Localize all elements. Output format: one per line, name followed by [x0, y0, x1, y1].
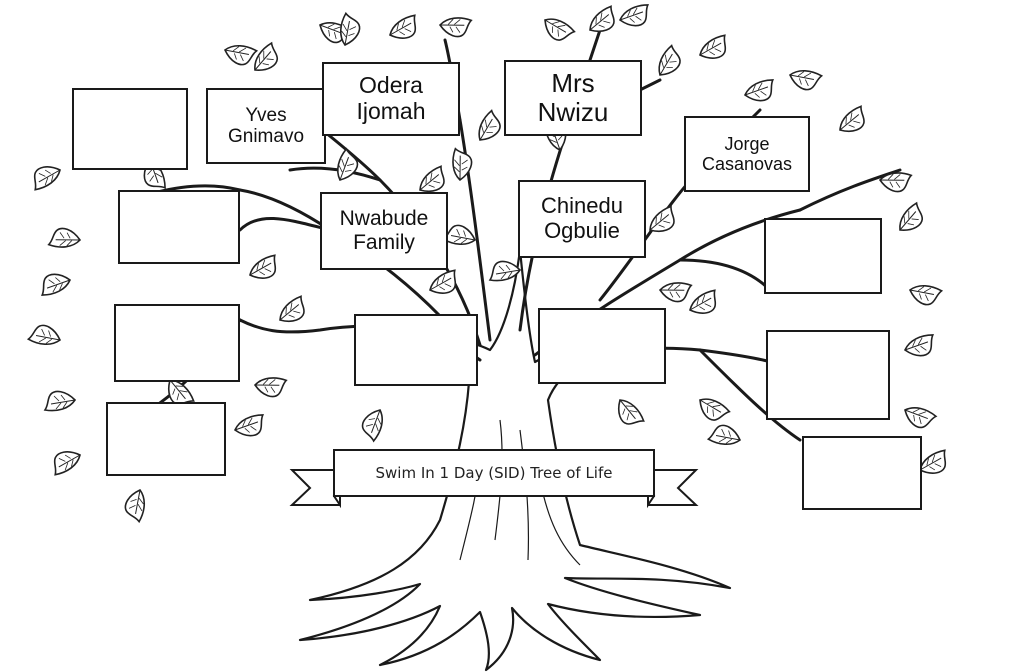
member-first-line: Mrs	[551, 67, 595, 98]
member-first-line: Nwabude	[339, 207, 429, 231]
member-first-line: Jorge	[724, 133, 770, 154]
empty-slot[interactable]	[106, 402, 226, 476]
member-box-jorge-casanovas[interactable]: Jorge Casanovas	[684, 116, 810, 192]
empty-slot[interactable]	[114, 304, 240, 382]
empty-slot[interactable]	[764, 218, 882, 294]
banner-ribbon	[289, 449, 699, 509]
member-first-line: Chinedu	[541, 193, 623, 219]
member-box-yves-gnimavo[interactable]: Yves Gnimavo	[206, 88, 326, 164]
member-second-line: Gnimavo	[227, 126, 305, 147]
empty-slot[interactable]	[354, 314, 478, 386]
member-box-nwabude-family[interactable]: Nwabude Family	[320, 192, 448, 270]
empty-slot[interactable]	[538, 308, 666, 384]
member-box-odera-ijomah[interactable]: Odera Ijomah	[322, 62, 460, 136]
empty-slot[interactable]	[766, 330, 890, 420]
empty-slot[interactable]	[802, 436, 922, 510]
member-first-line: Odera	[359, 72, 423, 99]
member-box-mrs-nwizu[interactable]: Mrs Nwizu	[504, 60, 642, 136]
member-second-line: Casanovas	[701, 154, 793, 174]
member-second-line: Nwizu	[537, 97, 609, 127]
member-second-line: Family	[353, 231, 415, 254]
empty-slot[interactable]	[72, 88, 188, 170]
member-box-chinedu-ogbulie[interactable]: Chinedu Ogbulie	[518, 180, 646, 258]
member-first-line: Yves	[245, 104, 287, 126]
empty-slot[interactable]	[118, 190, 240, 264]
member-second-line: Ogbulie	[544, 218, 620, 243]
member-second-line: Ijomah	[356, 98, 426, 124]
banner-title: Swim In 1 Day (SID) Tree of Life	[375, 464, 613, 482]
